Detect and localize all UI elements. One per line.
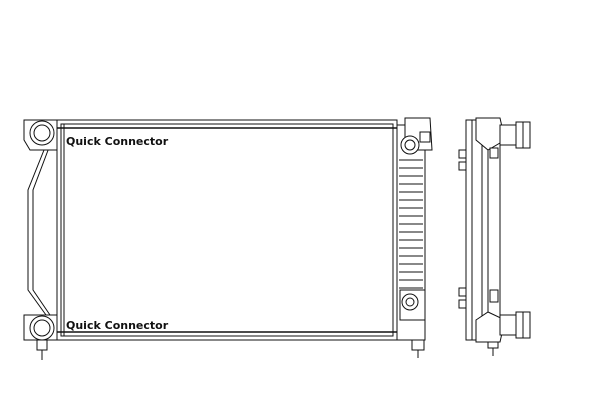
bottom-left-mount-block: [36, 339, 48, 351]
side-top-fitting-bracket: [475, 117, 506, 151]
side-clip-upper-2: [458, 161, 467, 171]
bottom-connector-label: Quick Connector: [66, 319, 169, 332]
left-tank-inner-outline: [32, 144, 51, 316]
side-bottom-mount-block: [487, 341, 499, 349]
side-clip-upper-1: [458, 149, 467, 159]
right-bottom-mount-block: [411, 339, 425, 351]
side-top-fitting: [475, 117, 531, 159]
right-top-fitting-bore: [404, 139, 416, 151]
right-top-fitting: [400, 117, 433, 155]
radiator-side-view: [458, 117, 531, 356]
right-tank-fins: [399, 159, 423, 289]
top-left-connector: [23, 119, 58, 151]
bottom-left-connector: [23, 314, 58, 360]
side-bottom-fitting-tab: [489, 289, 499, 303]
radiator-core-inner-outline: [60, 123, 394, 337]
top-left-connector-bore: [33, 124, 51, 142]
side-bottom-fitting: [475, 289, 531, 356]
side-clip-lower-1: [458, 287, 467, 297]
top-connector-label: Quick Connector: [66, 135, 169, 148]
right-top-fitting-cap: [419, 131, 431, 143]
radiator-core-outline: [56, 119, 398, 341]
left-tank-outline: [27, 144, 47, 316]
side-bottom-fitting-neck: [499, 314, 517, 336]
side-top-fitting-tab: [489, 147, 499, 159]
bottom-left-connector-bore: [33, 319, 51, 337]
radiator-front-view: Quick Connector Quick Connector: [23, 117, 433, 360]
right-top-fitting-ring: [400, 135, 420, 155]
right-bottom-fitting-ring: [401, 293, 419, 311]
side-top-fitting-neck: [499, 124, 517, 146]
right-bottom-fitting: [399, 289, 426, 358]
side-core-outline: [465, 119, 489, 341]
side-clip-lower-2: [458, 299, 467, 309]
right-bottom-fitting-bore: [405, 297, 415, 307]
